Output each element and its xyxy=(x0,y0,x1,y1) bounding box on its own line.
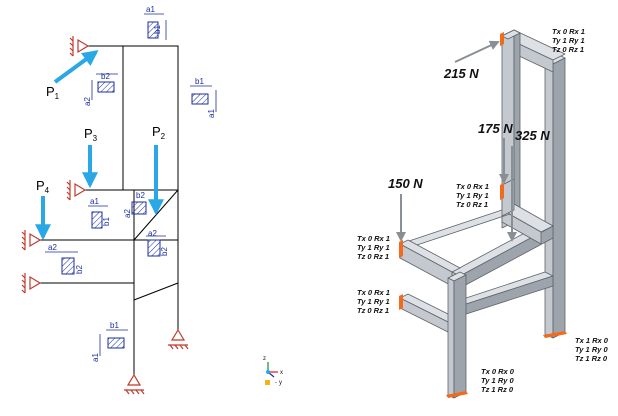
section-top-label: b1 xyxy=(195,77,204,86)
section-side-label: a2 xyxy=(123,209,132,218)
support-lower-left-2 xyxy=(21,273,42,294)
support-marker xyxy=(399,294,403,310)
section-side-label: a1 xyxy=(207,109,216,118)
constraint-line: Tx 1 Rx 0 xyxy=(575,336,609,345)
support-marker xyxy=(500,32,504,46)
section-top-label: a1 xyxy=(146,5,155,14)
force-arrow-215 xyxy=(454,40,500,63)
constraint-line: Tz 1 Rz 0 xyxy=(481,385,514,394)
constraint-line: Tz 0 Rz 1 xyxy=(357,252,389,261)
constraint-block-seat-left: Tx 0 Rx 1 Ty 1 Ry 1 Tz 0 Rz 1 xyxy=(357,234,390,261)
constraint-line: Tz 1 Rz 0 xyxy=(575,354,608,363)
force-label-325: 325 N xyxy=(515,128,550,143)
section-symbol: a1 b1 xyxy=(88,197,111,229)
section-side-label: b1 xyxy=(102,217,111,226)
constraint-line: Tx 0 Rx 0 xyxy=(481,367,515,376)
section-symbols: a1 b1 b2 a2 b1 a1 xyxy=(45,5,217,362)
constraint-line: Ty 1 Ry 1 xyxy=(357,297,390,306)
section-side-label: b2 xyxy=(160,247,169,256)
constraint-line: Ty 1 Ry 1 xyxy=(552,36,585,45)
force-arrows xyxy=(396,40,517,242)
pin-supports xyxy=(21,36,189,395)
force-labels: 215 N 175 N 325 N 150 N xyxy=(388,66,550,191)
member-front-leg xyxy=(447,271,467,399)
load-arrows xyxy=(35,50,164,241)
constraint-line: Ty 1 Ry 0 xyxy=(481,376,514,385)
load-arrow-p1 xyxy=(53,50,99,84)
model-supports xyxy=(399,32,567,398)
support-mid-left xyxy=(66,180,87,201)
support-bottom-center xyxy=(124,373,145,395)
support-marker xyxy=(446,391,468,398)
constraint-labels: Tx 0 Rx 1 Ty 1 Ry 1 Tz 0 Rz 1 Tx 0 Rx 1 … xyxy=(357,27,609,394)
constraint-line: Ty 1 Ry 1 xyxy=(357,243,390,252)
left-schematic: P1 P2 P3 P4 a1 b1 b2 a2 xyxy=(21,5,217,395)
section-side-label: a1 xyxy=(91,353,100,362)
constraint-line: Ty 1 Ry 1 xyxy=(456,191,489,200)
section-top-label: a2 xyxy=(48,243,57,252)
support-marker xyxy=(500,183,504,200)
constraint-line: Tz 0 Rz 1 xyxy=(357,306,389,315)
constraint-line: Ty 1 Ry 0 xyxy=(575,345,608,354)
triad-neg-prefix: - xyxy=(275,380,277,386)
member-back-right-leg xyxy=(544,53,566,339)
triad-z-label: z xyxy=(263,356,266,362)
triad-x-label: x xyxy=(280,370,283,376)
load-labels: P1 P2 P3 P4 xyxy=(36,84,166,195)
coordinate-triad: z x - y xyxy=(263,356,283,386)
constraint-block-lower-left: Tx 0 Rx 1 Ty 1 Ry 1 Tz 0 Rz 1 xyxy=(357,288,390,315)
section-top-label: b2 xyxy=(136,191,145,200)
support-marker xyxy=(399,240,403,258)
section-side-label: a2 xyxy=(83,97,92,106)
triad-y-label: y xyxy=(279,380,282,386)
constraint-block-mid: Tx 0 Rx 1 Ty 1 Ry 1 Tz 0 Rz 1 xyxy=(456,182,489,209)
load-label-p3: P3 xyxy=(84,126,98,143)
section-symbol: a2 b2 xyxy=(146,229,169,257)
constraint-line: Tz 0 Rz 1 xyxy=(456,200,488,209)
support-marker xyxy=(543,331,567,338)
right-model xyxy=(396,29,567,399)
constraint-line: Tx 0 Rx 1 xyxy=(357,234,390,243)
constraint-block-front-leg: Tx 0 Rx 0 Ty 1 Ry 0 Tz 1 Rz 0 xyxy=(481,367,515,394)
section-symbol: b1 a1 xyxy=(190,77,217,118)
section-symbol: a2 b2 xyxy=(45,243,84,275)
section-side-label: b2 xyxy=(75,265,84,274)
constraint-line: Tx 0 Rx 1 xyxy=(552,27,585,36)
constraint-line: Tz 0 Rz 1 xyxy=(552,45,584,54)
force-label-150: 150 N xyxy=(388,176,423,191)
section-symbol: b1 a1 xyxy=(91,321,128,362)
section-top-label: b2 xyxy=(101,72,110,81)
constraint-line: Tx 0 Rx 1 xyxy=(357,288,390,297)
constraint-line: Tx 0 Rx 1 xyxy=(456,182,489,191)
constraint-block-back-leg: Tx 1 Rx 0 Ty 1 Ry 0 Tz 1 Rz 0 xyxy=(575,336,609,363)
section-top-label: b1 xyxy=(110,321,119,330)
section-side-label: b1 xyxy=(153,25,162,34)
section-top-label: a2 xyxy=(148,229,157,238)
section-symbol: a1 b1 xyxy=(144,5,167,40)
load-label-p1: P1 xyxy=(46,84,60,101)
load-label-p4: P4 xyxy=(36,178,50,195)
section-top-label: a1 xyxy=(90,197,99,206)
force-label-215: 215 N xyxy=(443,66,479,81)
load-label-p2: P2 xyxy=(152,124,166,141)
constraint-block-top: Tx 0 Rx 1 Ty 1 Ry 1 Tz 0 Rz 1 xyxy=(552,27,585,54)
support-lower-left-1 xyxy=(21,230,42,251)
support-bottom-right xyxy=(168,328,189,350)
section-symbol: b2 a2 xyxy=(123,191,147,218)
section-symbol: b2 a2 xyxy=(83,72,118,106)
force-label-175: 175 N xyxy=(478,121,513,136)
support-top-left xyxy=(69,36,90,57)
